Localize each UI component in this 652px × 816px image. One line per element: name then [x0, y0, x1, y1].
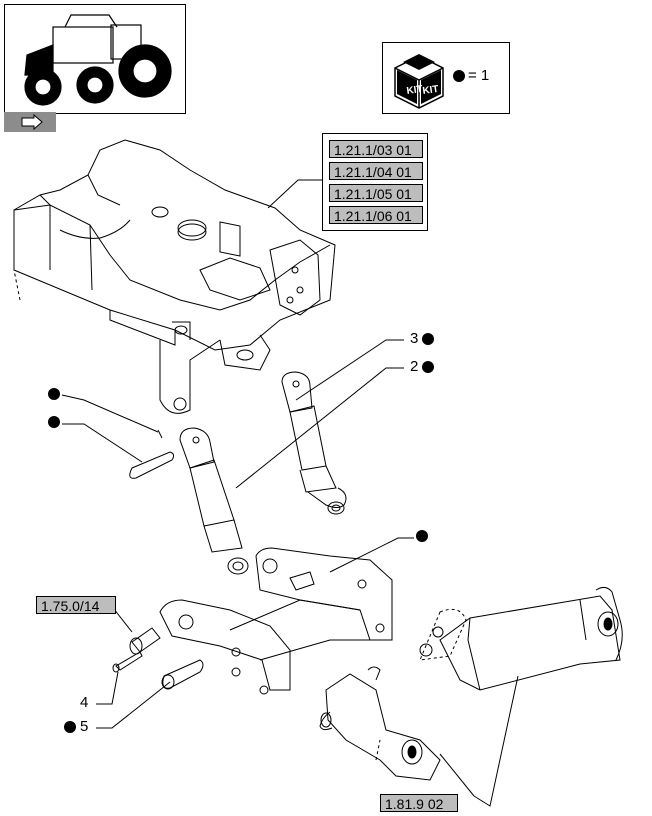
reference-group: 1.21.1/03 01 1.21.1/04 01 1.21.1/05 01 1…	[322, 133, 428, 231]
callout-pin	[48, 416, 60, 428]
kit-legend-text: = 1	[468, 67, 490, 84]
leader-lines	[61, 179, 519, 807]
callout-3: 3	[410, 330, 435, 347]
callout-bracket	[416, 530, 428, 542]
hitch-arm-small	[319, 666, 441, 781]
ref-1-81-9-02[interactable]: 1.81.9 02	[380, 794, 458, 812]
dot-icon	[453, 69, 465, 82]
svg-text:KIT: KIT	[406, 84, 423, 97]
callout-2-label: 2	[410, 358, 419, 375]
nav-back-tab[interactable]	[4, 112, 56, 132]
callout-5: 5	[64, 718, 88, 735]
pin-and-clip	[129, 429, 175, 479]
dot-icon	[422, 332, 435, 345]
kit-box-icon: KIT KIT	[394, 54, 444, 109]
tractor-icon	[24, 14, 172, 106]
callout-4: 4	[80, 694, 88, 711]
dot-icon	[416, 530, 428, 542]
kit-legend: KIT KIT = 1	[382, 42, 510, 114]
callout-2: 2	[410, 358, 435, 375]
callout-5-label: 5	[80, 718, 89, 735]
callout-pin-clip	[48, 388, 60, 400]
dot-icon	[422, 360, 435, 373]
cylinder-3	[179, 427, 249, 575]
ref-1-21-1-06[interactable]: 1.21.1/06 01	[329, 206, 423, 224]
callout-4-label: 4	[80, 694, 89, 711]
ref-1-21-1-04[interactable]: 1.21.1/04 01	[329, 162, 423, 180]
callout-3-label: 3	[410, 330, 419, 347]
back-arrow-icon	[21, 113, 43, 131]
ref-1-21-1-03[interactable]: 1.21.1/03 01	[329, 140, 423, 158]
lower-link-bracket	[159, 547, 393, 695]
front-support-frame	[13, 139, 336, 414]
dot-icon	[48, 416, 60, 428]
tractor-thumbnail	[4, 4, 186, 114]
cylinder-2	[281, 371, 347, 515]
dot-icon	[48, 388, 60, 400]
hitch-arm-large	[419, 586, 623, 691]
dot-icon	[64, 720, 76, 733]
ref-1-75-0-14[interactable]: 1.75.0/14	[36, 596, 116, 614]
bolt-and-pin	[112, 627, 204, 690]
svg-text:KIT: KIT	[422, 84, 439, 97]
ref-1-21-1-05[interactable]: 1.21.1/05 01	[329, 184, 423, 202]
